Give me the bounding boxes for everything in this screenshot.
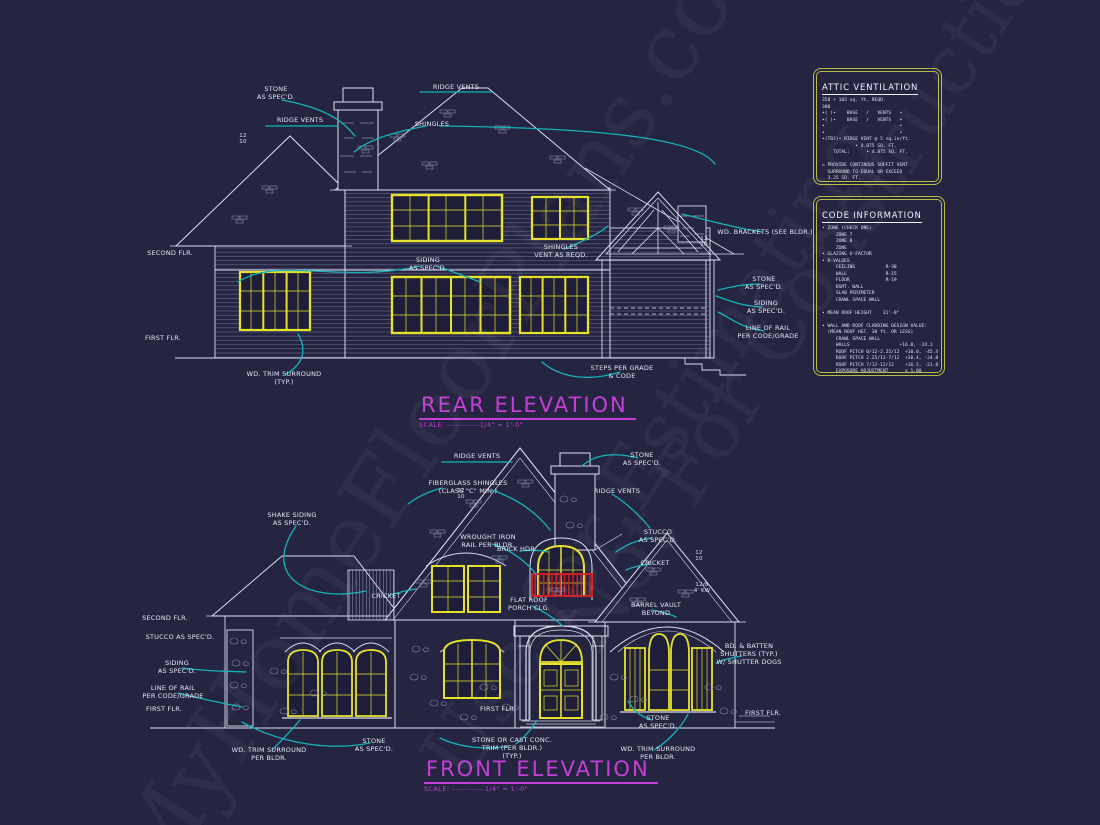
rear-elevation-title: REAR ELEVATION <box>419 393 636 420</box>
attic-line: • • <box>822 124 903 130</box>
front-entry <box>513 625 609 728</box>
rear-roofs <box>170 87 744 255</box>
attic-ventilation-box: ATTIC VENTILATION 358 + 103 sq. ft. REQD… <box>813 68 942 185</box>
front-gable-pair-window <box>425 552 507 613</box>
front-chimney <box>550 452 600 551</box>
front-elevation-scale: SCALE: ------------1/4" = 1'-0" <box>424 785 529 793</box>
attic-line: •( )• BASE / VENTS • <box>822 111 903 117</box>
attic-line: SURROUND TO EQUAL OR EXCEED <box>822 169 903 175</box>
code-line: • MEAN ROOF HEIGHT 31'-0" <box>822 310 900 316</box>
code-information-title: CODE INFORMATION <box>822 211 922 223</box>
attic-line: • • <box>822 130 903 136</box>
rear-elevation-scale: SCALE: ------------1/4" = 1'-0" <box>419 421 524 429</box>
code-line: • R-VALUES <box>822 258 850 264</box>
code-line: ZONE 8 <box>822 239 853 245</box>
attic-line: = PROVIDE CONTINOUS SOFFIT VENT <box>822 163 908 169</box>
attic-line: TOTAL: • 4.875 SQ. FT. <box>822 150 908 156</box>
front-right-window-unit <box>609 626 725 713</box>
code-line: SLAB PERIMETER <box>822 291 875 297</box>
code-line: ROOF PITCH 2.25/12-7/12 +20.4, -24.8 <box>822 356 939 362</box>
front-elevation-title: FRONT ELEVATION <box>424 757 658 784</box>
code-line: • ZONE (CHECK ONE) <box>822 226 872 231</box>
code-line: CEILING R-38 <box>822 265 897 271</box>
code-line: ROOF PITCH 7/12-12/12 +16.5, -21.8 <box>822 362 939 368</box>
attic-line: •( )• BASE / VENTS • <box>822 117 903 123</box>
code-line: FLOOR R-19 <box>822 278 897 284</box>
code-line: WALL R-15 <box>822 271 897 277</box>
front-leader-lines <box>177 454 743 751</box>
code-information-box: CODE INFORMATION • ZONE (CHECK ONE) ZONE… <box>813 196 945 376</box>
front-elevation-drawing <box>150 447 775 751</box>
code-line: EXPOSURE ADJUSTMENT x 1.00 <box>822 369 922 373</box>
code-line: CRAWL SPACE WALL <box>822 336 881 342</box>
attic-line: 300 <box>822 104 831 110</box>
wrought-iron-rail <box>531 573 593 597</box>
attic-ventilation-lines: 358 + 103 sq. ft. REQD.300•( )• BASE / V… <box>822 98 933 182</box>
rear-title-block: REAR ELEVATION SCALE: ------------1/4" =… <box>419 393 636 429</box>
rear-leader-lines <box>237 91 765 379</box>
rear-windows <box>238 193 590 335</box>
attic-line: 358 + 103 sq. ft. REQD. <box>822 98 886 103</box>
front-stone-pilaster <box>226 629 254 727</box>
attic-line: 3.25 SQ. FT. <box>822 176 861 182</box>
code-line: ROOF PITCH 0/12-2.25/12 +10.0, -45.4 <box>822 349 939 355</box>
front-shake-siding-panel <box>347 569 395 621</box>
code-line: BSMT. WALL <box>822 284 864 290</box>
code-information-lines: • ZONE (CHECK ONE) ZONE 7 ZONE 8 ZONE• G… <box>822 226 939 373</box>
attic-ventilation-title: ATTIC VENTILATION <box>822 83 919 95</box>
front-balcony-window <box>529 537 593 600</box>
attic-line: • 4.875 SQ. FT. <box>822 143 897 149</box>
front-porch-windows <box>282 642 392 719</box>
rear-grade-line <box>175 357 746 376</box>
rear-chimney <box>333 87 383 191</box>
front-title-block: FRONT ELEVATION SCALE: ------------1/4" … <box>424 757 658 793</box>
code-line: (MEAN ROOF HGT. 30 ft. OR LESS) <box>822 330 914 336</box>
attic-line: •(TBJ)• RIDGE VENT @ 5 sq.in/ft. <box>822 137 911 143</box>
rear-elevation-drawing <box>170 87 765 379</box>
code-line: • WALL AND ROOF CLADDING DESIGN VALUE: <box>822 323 928 329</box>
code-line: ZONE 7 <box>822 232 853 238</box>
rear-roof-dormer <box>677 205 707 243</box>
front-left-center-window <box>439 638 505 699</box>
code-line: WALLS +16.0, -24.1 <box>822 343 933 349</box>
code-line: ZONE <box>822 245 847 251</box>
code-line: CRAWL SPACE WALL <box>822 297 881 303</box>
code-line: • GLAZING U-FACTOR <box>822 252 872 258</box>
